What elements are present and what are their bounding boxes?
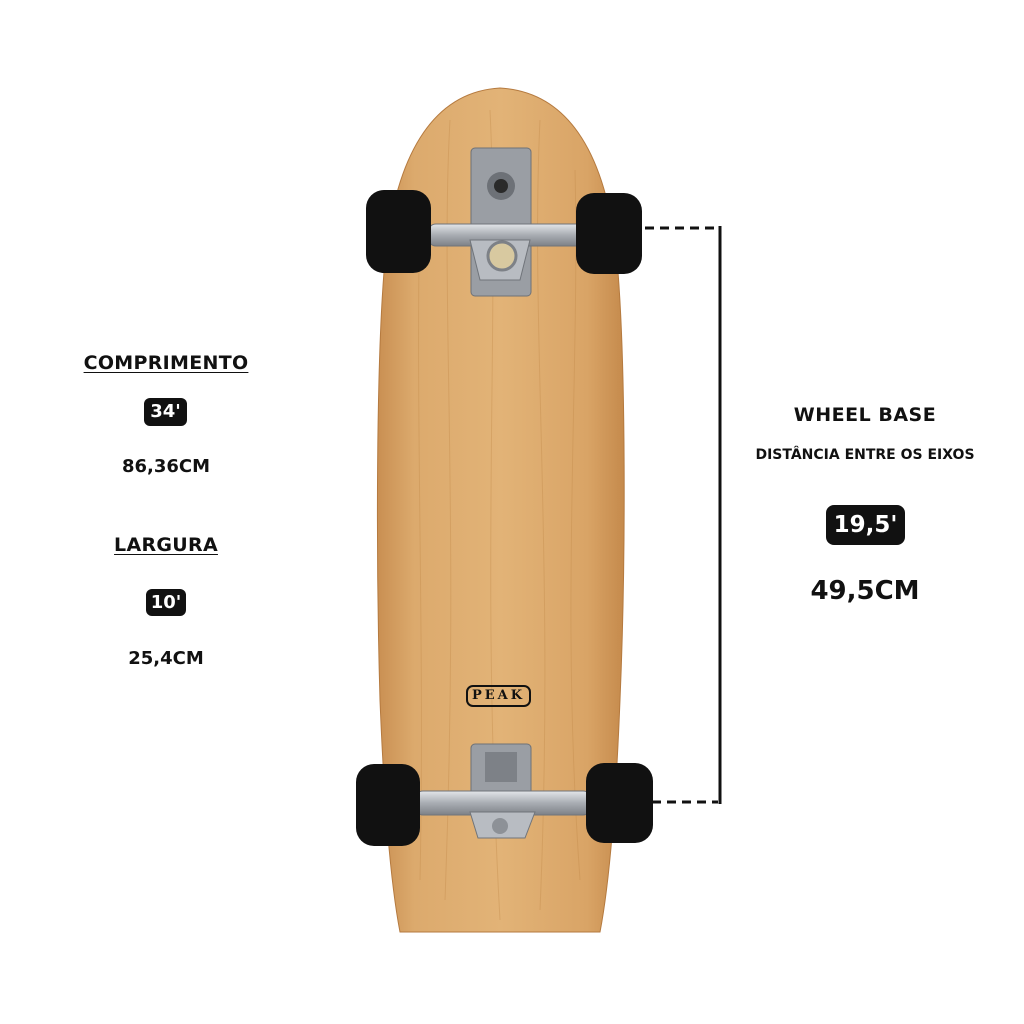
front-left-wheel (366, 190, 431, 273)
length-inches-badge: 34' (144, 398, 187, 426)
length-heading: COMPRIMENTO (83, 352, 249, 374)
wheelbase-dimension-line (645, 226, 722, 804)
wheelbase-metric: 49,5CM (810, 576, 920, 606)
wheelbase-heading: WHEEL BASE (793, 404, 937, 426)
logo-text: PEAK (471, 688, 526, 703)
width-metric: 25,4CM (128, 648, 204, 669)
rear-right-wheel (586, 763, 653, 843)
rear-left-wheel (356, 764, 420, 846)
rear-truck (414, 743, 592, 839)
front-truck (427, 147, 585, 297)
width-heading: LARGURA (114, 534, 218, 556)
wheelbase-inches-badge: 19,5' (826, 505, 905, 545)
wheelbase-subheading: DISTÂNCIA ENTRE OS EIXOS (755, 447, 975, 463)
peak-logo (466, 685, 531, 707)
front-right-wheel (576, 193, 642, 274)
width-inches-badge: 10' (146, 589, 186, 616)
length-metric: 86,36CM (121, 456, 211, 477)
